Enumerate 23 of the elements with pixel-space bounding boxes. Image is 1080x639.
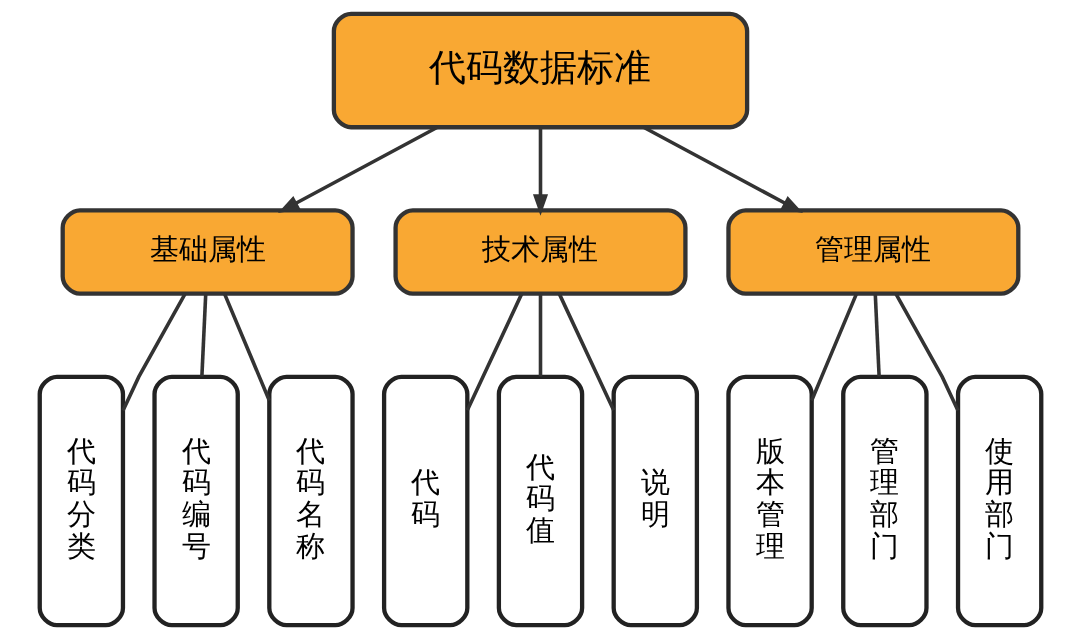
connector — [873, 294, 881, 377]
connector — [557, 293, 615, 412]
node-box: 管理属性 — [725, 208, 1020, 296]
connector — [465, 293, 523, 412]
node-box: 代码 — [381, 374, 469, 628]
connector — [222, 293, 271, 402]
node-box: 基础属性 — [60, 208, 355, 296]
node-box: 使用部门 — [955, 374, 1043, 628]
node-box: 代码分类 — [37, 374, 125, 628]
node-box: 代码数据标准 — [331, 11, 749, 130]
node-box: 代码编号 — [151, 374, 240, 628]
connector — [809, 293, 858, 402]
arrow — [532, 127, 548, 216]
connector — [893, 293, 960, 412]
node-box: 说明 — [611, 374, 699, 628]
node-box: 技术属性 — [392, 208, 688, 296]
node-box: 管理部门 — [840, 374, 929, 628]
connector — [538, 294, 542, 377]
connector — [120, 293, 187, 412]
connector — [199, 294, 207, 377]
node-box: 代码值 — [496, 374, 584, 628]
node-box: 版本管理 — [725, 374, 814, 628]
node-box: 代码名称 — [266, 374, 355, 628]
